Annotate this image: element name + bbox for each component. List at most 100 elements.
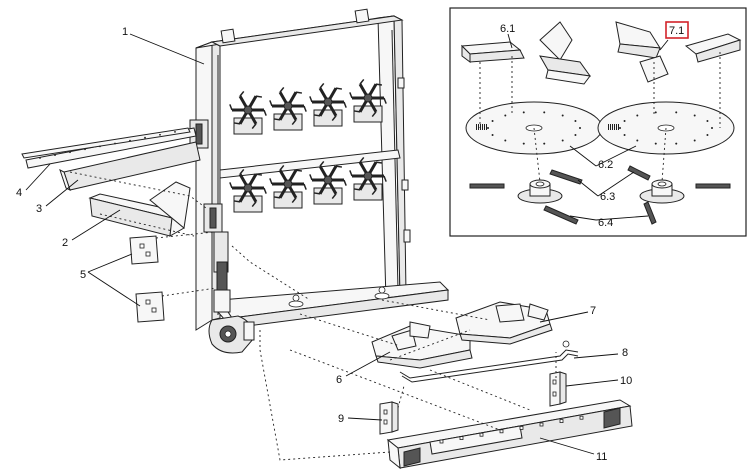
highlight-7-1 — [665, 21, 689, 39]
inset-callout-6-1: 6.1 — [500, 23, 515, 35]
disc-hole — [491, 120, 494, 123]
disc-hole — [623, 133, 626, 136]
inset-callout-6-2: 6.2 — [598, 159, 613, 171]
gearbox-assembly — [208, 231, 255, 354]
disc-hole — [522, 111, 525, 114]
part-10-bracket — [549, 371, 567, 407]
disc-hole — [487, 127, 489, 129]
channel-hole — [144, 136, 146, 139]
inset-callout-6-4: 6.4 — [598, 217, 613, 229]
disc-hole — [654, 111, 657, 114]
disc-slot — [480, 124, 481, 130]
rotor-cutter — [349, 156, 387, 201]
rotor-cutter — [269, 86, 307, 131]
part-9-bracket — [379, 401, 399, 435]
disc-slot — [610, 124, 611, 130]
disc-slot — [478, 124, 479, 130]
disc-slot — [608, 124, 609, 130]
disc-hole — [623, 120, 626, 123]
channel-holes — [39, 131, 176, 159]
callout-leaders — [25, 33, 619, 455]
callout-4: 4 — [16, 187, 22, 199]
disc-hole — [693, 139, 696, 142]
callout-5: 5 — [80, 269, 86, 281]
disc-slot — [486, 124, 487, 130]
disc-hole — [675, 142, 678, 145]
disc-hole — [491, 133, 494, 136]
part-5-plates — [129, 235, 165, 323]
disc-hole — [636, 139, 639, 142]
disc-slot — [614, 124, 615, 130]
disc-hole — [579, 127, 581, 129]
callout-labels: 1 2 3 4 5 6 7 8 10 9 11 — [16, 26, 632, 463]
inset-rods — [469, 165, 731, 225]
rotor-cutter — [349, 78, 387, 123]
bar-hole — [579, 415, 584, 420]
part-2-deflector — [88, 181, 191, 237]
disc-slot — [616, 124, 617, 130]
disc-hole — [636, 114, 639, 117]
inset-blade-left — [539, 21, 592, 85]
rotor-cutter — [229, 168, 267, 213]
callout-1: 1 — [122, 26, 128, 38]
inset-callout-7-1: 7.1 — [669, 25, 684, 37]
bar-hole — [559, 419, 564, 424]
rotor-cutter — [309, 160, 347, 205]
disc-holes — [476, 111, 713, 145]
part-8-rod — [399, 340, 579, 383]
rotor-cutter — [269, 164, 307, 209]
inset-hub-left — [517, 179, 563, 204]
part-3-channel — [25, 127, 201, 191]
callout-11: 11 — [596, 451, 607, 463]
disc-hole — [711, 127, 713, 129]
channel-hole — [114, 142, 116, 145]
disc-hole — [543, 142, 546, 145]
disc-hole — [693, 114, 696, 117]
disc-hole — [574, 120, 577, 123]
disc-slot — [482, 124, 483, 130]
disc-hole — [504, 114, 507, 117]
channel-hole — [159, 133, 161, 136]
disc-slot — [484, 124, 485, 130]
channel-hole — [54, 154, 56, 157]
channel-hole — [99, 145, 101, 148]
disc-hole — [654, 142, 657, 145]
callout-8: 8 — [622, 347, 628, 359]
callout-2: 2 — [62, 237, 68, 249]
callout-9: 9 — [338, 413, 344, 425]
part-11-bar — [386, 399, 633, 470]
bar-hole — [539, 422, 544, 427]
main-frame — [189, 8, 450, 331]
spinner-rotors — [229, 78, 387, 213]
inset-alignment-lines — [479, 52, 721, 183]
callout-7: 7 — [590, 305, 596, 317]
disc-hole — [619, 127, 621, 129]
rotor-cutter — [229, 90, 267, 135]
part-4-strip — [21, 127, 191, 159]
channel-hole — [174, 131, 176, 133]
bar-hole — [479, 432, 484, 437]
detail-inset: 6.1 7.1 6.2 6.3 6.4 — [449, 7, 747, 237]
inset-part-7-1 — [684, 33, 742, 63]
inset-hub-right — [639, 179, 685, 204]
disc-hole — [522, 142, 525, 145]
channel-hole — [129, 139, 131, 142]
inset-callout-6-3: 6.3 — [600, 191, 615, 203]
disc-hole — [574, 133, 577, 136]
disc-hole — [504, 139, 507, 142]
inset-part-6-1 — [460, 41, 525, 63]
channel-hole — [39, 157, 41, 159]
disc-hole — [561, 139, 564, 142]
disc-hole — [561, 114, 564, 117]
disc-hole — [543, 111, 546, 114]
disc-slot — [612, 124, 613, 130]
disc-hole — [675, 111, 678, 114]
bar-hole — [459, 436, 464, 441]
inset-disc-right — [597, 101, 735, 155]
callout-3: 3 — [36, 203, 42, 215]
rotor-cutter — [309, 82, 347, 127]
bar-hole — [439, 439, 444, 444]
inset-leaders — [507, 33, 669, 221]
disc-slot — [618, 124, 619, 130]
